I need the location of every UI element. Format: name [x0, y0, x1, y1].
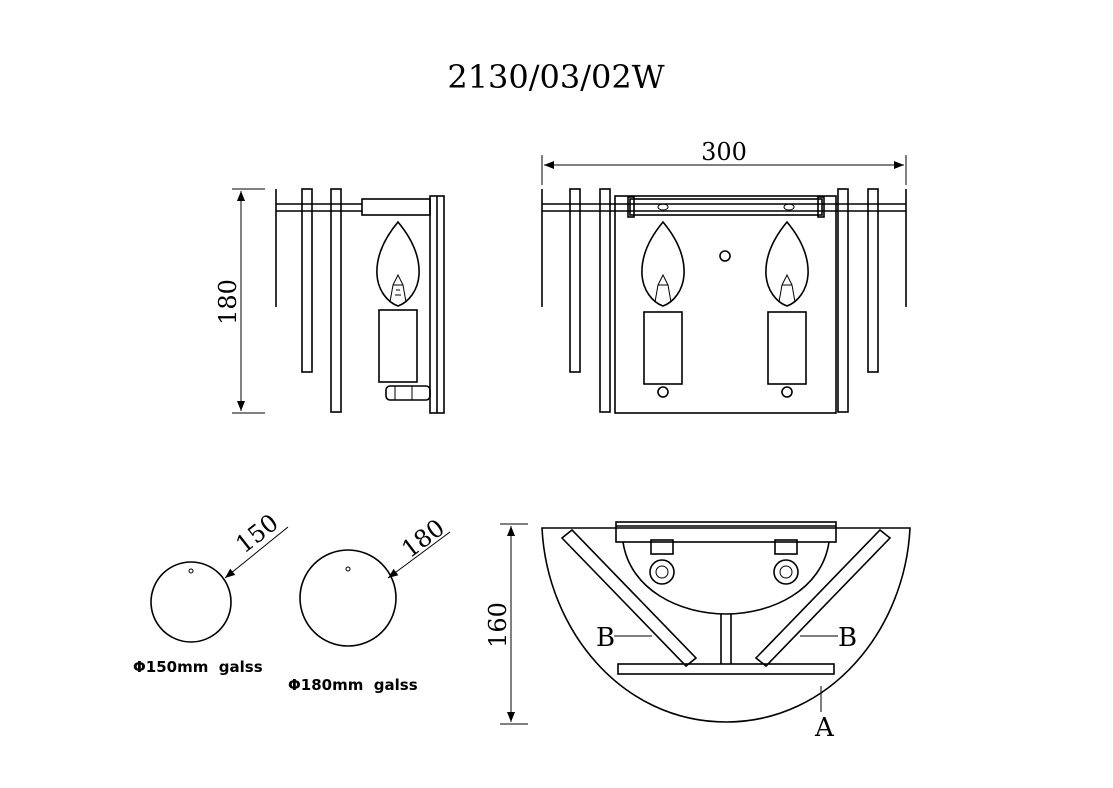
- large-glass-caption: Φ180mm galss: [288, 676, 418, 694]
- top-depth-label: 160: [484, 602, 512, 648]
- front-view: 300: [541, 138, 907, 414]
- glass-disc-large: 180 Φ180mm galss: [288, 514, 451, 694]
- side-height-label: 180: [214, 279, 242, 325]
- model-title: 2130/03/02W: [447, 58, 664, 96]
- label-b-left: B: [596, 623, 615, 653]
- small-glass-caption: Φ150mm galss: [133, 658, 263, 676]
- front-width-label: 300: [701, 138, 747, 166]
- small-diameter-label: 150: [230, 509, 283, 559]
- large-diameter-label: 180: [396, 514, 449, 564]
- side-view: 180: [214, 188, 445, 414]
- label-b-right: B: [838, 623, 857, 653]
- label-a: A: [814, 713, 835, 743]
- top-view: 160 B B A: [484, 521, 911, 743]
- glass-disc-small: 150 Φ150mm galss: [133, 509, 289, 676]
